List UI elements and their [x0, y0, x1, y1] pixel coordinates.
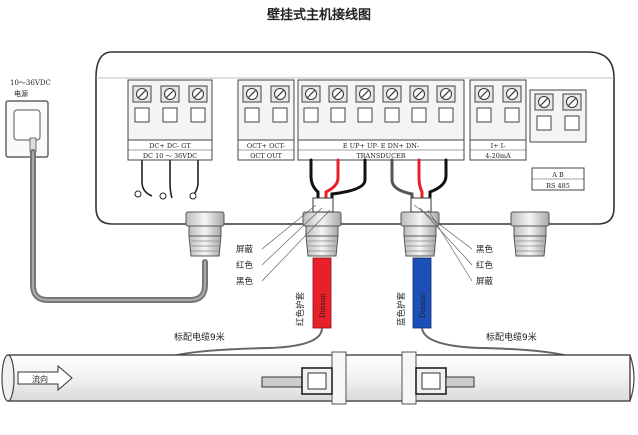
current-terminal-block: I+ I- 4-20mA	[469, 79, 527, 161]
power-caption: DC 10 ～ 36VDC	[143, 152, 197, 160]
blue-sheath-label: 蓝色护套	[396, 291, 407, 326]
right-wire-label-2: 红色	[476, 260, 494, 271]
upstream-wires	[309, 158, 367, 202]
power-cable-gland	[185, 211, 225, 257]
left-wire-label-3: 黑色	[236, 276, 254, 287]
downstream-transducer	[415, 367, 475, 395]
power-pin-labels: DC+ DC- GT	[149, 142, 191, 150]
rs485-caption: RS 485	[546, 182, 570, 190]
oct-terminal-block: OCT+ OCT- OCT OUT	[237, 79, 295, 161]
transducer-caption: TRANSDUCER	[356, 152, 406, 160]
left-cable-length: 标配电缆9米	[174, 331, 225, 343]
red-cable-collar	[312, 197, 334, 213]
right-wire-label-1: 黑色	[476, 244, 494, 255]
power-voltage-label: 10～36VDC	[10, 79, 51, 87]
blue-cable-collar	[410, 197, 432, 213]
flow-direction-arrow: 流向	[17, 364, 73, 392]
power-source-label: 电源	[14, 89, 28, 98]
right-cable-length: 标配电缆9米	[486, 331, 537, 343]
red-sheath-brand: Dinsun	[319, 293, 327, 318]
rs485-terminal-block: A B RS 485	[529, 89, 587, 191]
diagram-title: 壁挂式主机接线图	[267, 7, 371, 23]
red-sheath-label: 红色护套	[295, 291, 306, 326]
power-adapter: 10～36VDC 电源	[5, 79, 51, 158]
left-pipe-clamp	[331, 351, 347, 405]
left-wire-label-1: 屏蔽	[236, 244, 254, 255]
rs485-pin-labels: A B	[551, 171, 564, 179]
transducer-pin-labels: E UP+ UP- E DN+ DN-	[343, 142, 419, 150]
downstream-wires	[390, 158, 448, 202]
blue-sheath-brand: Dinsun	[419, 293, 427, 318]
power-wire-lugs	[134, 190, 197, 200]
upstream-transducer	[261, 367, 333, 395]
current-pin-labels: I+ I-	[491, 142, 506, 150]
flow-label: 流向	[32, 374, 48, 384]
wire-label-leaders	[261, 204, 473, 282]
right-wire-label-3: 屏蔽	[476, 276, 494, 287]
current-caption: 4-20mA	[485, 152, 511, 160]
right-pipe-clamp	[401, 351, 417, 405]
left-wire-label-2: 红色	[236, 260, 254, 271]
transducer-terminal-block: E UP+ UP- E DN+ DN- TRANSDUCER	[297, 79, 465, 161]
power-terminal-block: DC+ DC- GT DC 10 ～ 36VDC	[127, 79, 213, 161]
oct-caption: OCT OUT	[250, 152, 283, 160]
spare-cable-gland	[510, 211, 550, 257]
oct-pin-labels: OCT+ OCT-	[247, 142, 285, 150]
